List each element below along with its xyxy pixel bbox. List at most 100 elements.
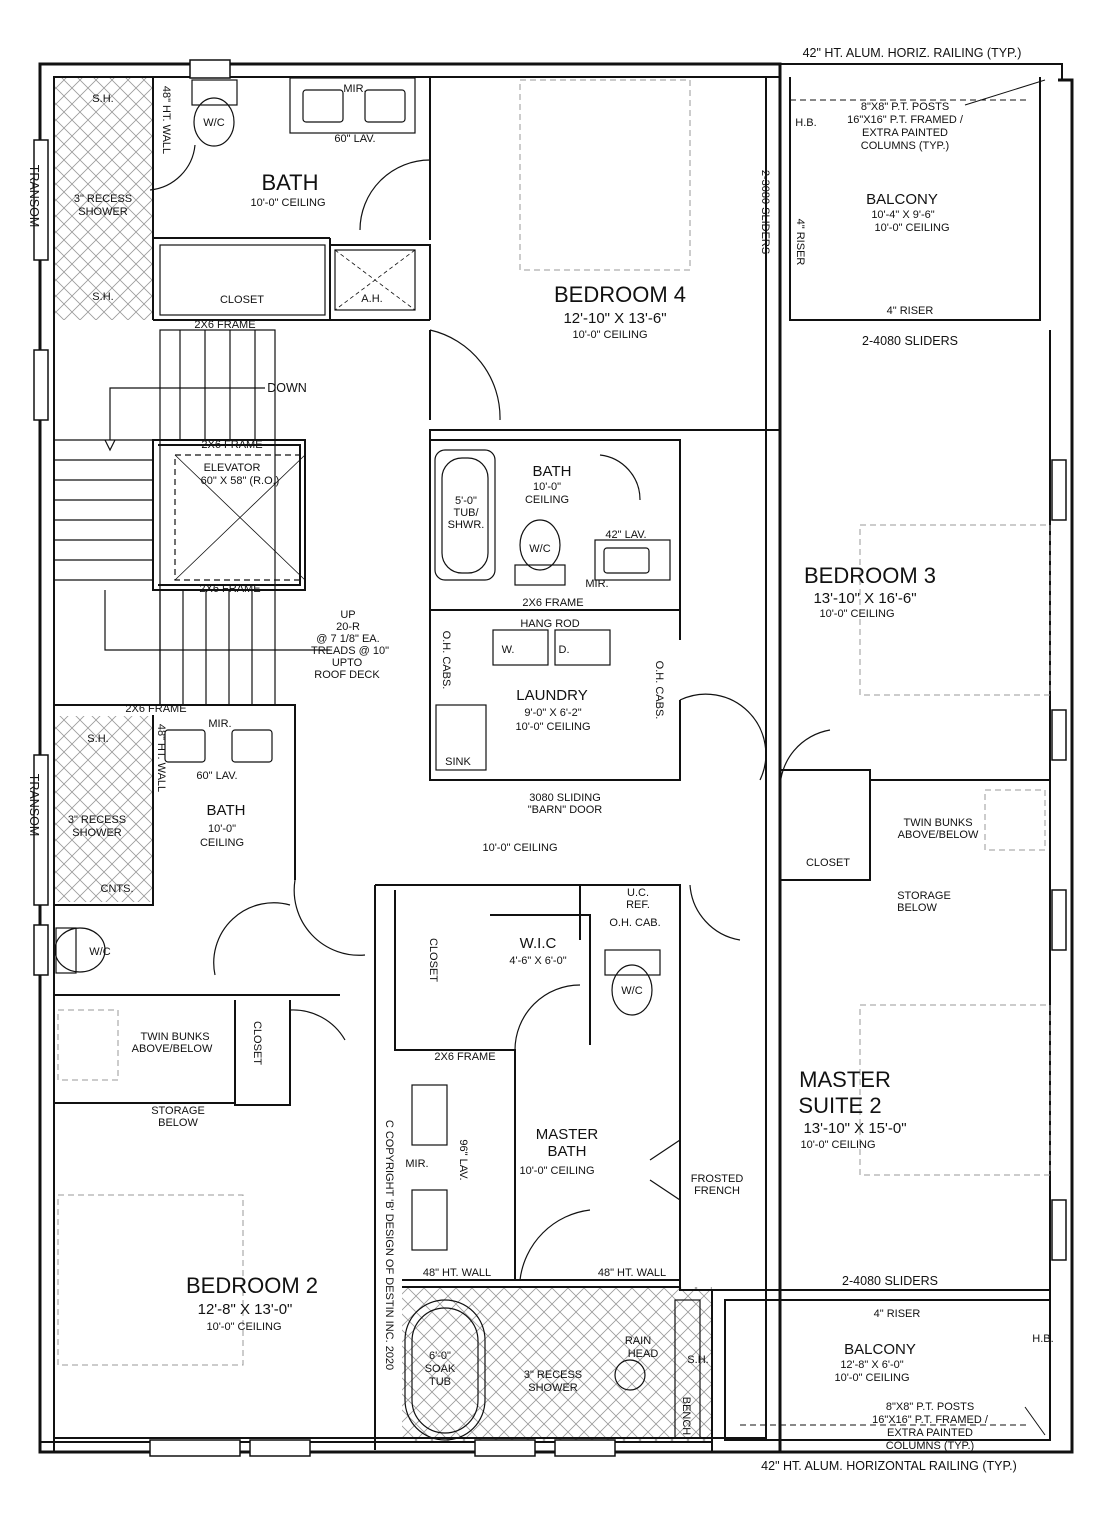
- closet-left: CLOSET: [251, 1021, 263, 1065]
- master-suite-ceiling: 10'-0" CEILING: [800, 1139, 875, 1151]
- bath-left-wall: 48" HT. WALL: [155, 724, 167, 792]
- balcony-top-posts-1: 8"X8" P.T. POSTS: [861, 101, 949, 113]
- bath-left-ceiling-1: 10'-0": [208, 823, 236, 835]
- bedroom2-size: 12'-8" X 13'-0": [198, 1301, 293, 1318]
- closet-wic: CLOSET: [427, 938, 439, 982]
- laundry-door-1: 3080 SLIDING: [529, 792, 601, 804]
- bedroom3-name: BEDROOM 3: [804, 563, 936, 588]
- bath-mid-tub-3: SHWR.: [448, 519, 485, 531]
- bath-left-shower-1: 3" RECESS: [68, 814, 126, 826]
- copyright: C COPYRIGHT 'B' DESIGN OF DESTIN INC. 20…: [383, 1120, 395, 1370]
- balcony-top-posts-4: COLUMNS (TYP.): [861, 140, 949, 152]
- balcony-top-hb: H.B.: [795, 117, 816, 129]
- master-suite-name-2: SUITE 2: [798, 1093, 881, 1118]
- bedroom4-size: 12'-10" X 13'-6": [563, 310, 666, 327]
- laundry-dryer: D.: [559, 644, 570, 656]
- storage-left-1: STORAGE: [151, 1105, 205, 1117]
- twin-bunks-right-1: TWIN BUNKS: [903, 817, 972, 829]
- stair-note-5: UPTO: [332, 657, 363, 669]
- balcony-top-ceiling: 10'-0" CEILING: [874, 222, 949, 234]
- laundry-name: LAUNDRY: [516, 687, 587, 704]
- bath-top-wall: 48" HT. WALL: [160, 86, 172, 154]
- bath-mid-lav: 42" LAV.: [605, 529, 646, 541]
- stairs: [54, 329, 330, 706]
- bedroom4-ceiling: 10'-0" CEILING: [572, 329, 647, 341]
- frame-label-1: 2X6 FRAME: [194, 319, 255, 331]
- balcony-top-riser-bottom: 4" RISER: [887, 305, 934, 317]
- hall-ceiling: 10'-0" CEILING: [482, 842, 557, 854]
- laundry-ceiling: 10'-0" CEILING: [515, 721, 590, 733]
- wc-master: W/C: [621, 985, 642, 997]
- tile-floors: [55, 78, 712, 1442]
- balcony-bottom-posts-2: 16"X16" P.T. FRAMED /: [872, 1414, 989, 1426]
- storage-right-2: BELOW: [897, 902, 937, 914]
- interior-walls: [54, 77, 1051, 1450]
- balcony-bottom-posts-4: COLUMNS (TYP.): [886, 1440, 974, 1452]
- master-bath-name-2: BATH: [548, 1143, 587, 1160]
- stair-note-1: UP: [340, 609, 355, 621]
- balcony-top-sliders: 2-4080 SLIDERS: [862, 334, 958, 348]
- balcony-bottom-riser: 4" RISER: [874, 1308, 921, 1320]
- bedroom3-size: 13'-10" X 16'-6": [813, 590, 916, 607]
- bath-mid-tub-1: 5'-0": [455, 495, 477, 507]
- frame-label-2: 2X6 FRAME: [201, 439, 262, 451]
- bath-top-sh-2: S.H.: [92, 291, 113, 303]
- elevator-label: ELEVATOR: [204, 462, 261, 474]
- bath-left-mir: MIR.: [208, 718, 231, 730]
- elevator-shaft: [174, 454, 306, 581]
- master-suite-sliders: 2-4080 SLIDERS: [842, 1274, 938, 1288]
- fixtures: [54, 77, 701, 1441]
- laundry-size: 9'-0" X 6'-2": [524, 707, 581, 719]
- frame-label-5: 2X6 FRAME: [522, 597, 583, 609]
- bath-mid-ceiling-2: CEILING: [525, 494, 569, 506]
- bath-mid-name: BATH: [533, 463, 572, 480]
- master-bath-mir: MIR.: [405, 1158, 428, 1170]
- laundry-door-2: "BARN" DOOR: [528, 804, 602, 816]
- transom-label-1: TRANSOM: [27, 165, 41, 228]
- balcony-top-name: BALCONY: [866, 191, 938, 208]
- bedroom2-name: BEDROOM 2: [186, 1273, 318, 1298]
- master-bath-wall-left: 48" HT. WALL: [423, 1267, 491, 1279]
- frosted-2: FRENCH: [694, 1185, 740, 1197]
- bath-mid-wc: W/C: [529, 543, 550, 555]
- master-bath-rain-1: RAIN: [625, 1335, 651, 1347]
- laundry-washer: W.: [502, 644, 515, 656]
- bath-top-closet: CLOSET: [220, 294, 264, 306]
- bedroom4-sliders: 2-3080 SLIDERS: [759, 170, 771, 254]
- frosted-1: FROSTED: [691, 1173, 744, 1185]
- twin-bunks-left-1: TWIN BUNKS: [140, 1031, 209, 1043]
- master-bath-rain-2: HEAD: [628, 1348, 659, 1360]
- labels: 42" HT. ALUM. HORIZ. RAILING (TYP.) 42" …: [27, 46, 1054, 1473]
- bath-top-mir: MIR.: [343, 83, 366, 95]
- bedroom2-ceiling: 10'-0" CEILING: [206, 1321, 281, 1333]
- balcony-top-size: 10'-4" X 9'-6": [871, 209, 934, 221]
- master-suite-name-1: MASTER: [799, 1067, 891, 1092]
- stair-note-4: TREADS @ 10": [311, 645, 389, 657]
- master-bath-tub-2: SOAK: [425, 1363, 456, 1375]
- bath-left-shower-2: SHOWER: [72, 827, 122, 839]
- shower-tile-left: [55, 716, 153, 902]
- balcony-bottom-ceiling: 10'-0" CEILING: [834, 1372, 909, 1384]
- wic-name: W.I.C: [520, 935, 557, 952]
- railing-bottom-label: 42" HT. ALUM. HORIZONTAL RAILING (TYP.): [761, 1459, 1017, 1473]
- master-bath-bench: BENCH: [680, 1397, 692, 1436]
- twin-bunks-right-2: ABOVE/BELOW: [898, 829, 979, 841]
- windows: [33, 59, 1067, 1457]
- bath-left-sh: S.H.: [87, 733, 108, 745]
- frame-label-6: 2X6 FRAME: [434, 1051, 495, 1063]
- railing-leaders: [740, 79, 1046, 1436]
- master-shower-tile: [402, 1287, 712, 1442]
- transom-label-2: TRANSOM: [27, 774, 41, 837]
- ucref-1: U.C.: [627, 887, 649, 899]
- master-bath-tub-1: 6'-0": [429, 1350, 451, 1362]
- closet-right: CLOSET: [806, 857, 850, 869]
- master-bath-sh: S.H.: [687, 1354, 708, 1366]
- bedroom4-name: BEDROOM 4: [554, 282, 686, 307]
- balcony-top-riser-side: 4" RISER: [794, 219, 806, 266]
- balcony-bottom-size: 12'-8" X 6'-0": [840, 1359, 903, 1371]
- bath-top-ceiling: 10'-0" CEILING: [250, 197, 325, 209]
- master-bath-shower-1: 3" RECESS: [524, 1369, 582, 1381]
- bath-mid-mir: MIR.: [585, 578, 608, 590]
